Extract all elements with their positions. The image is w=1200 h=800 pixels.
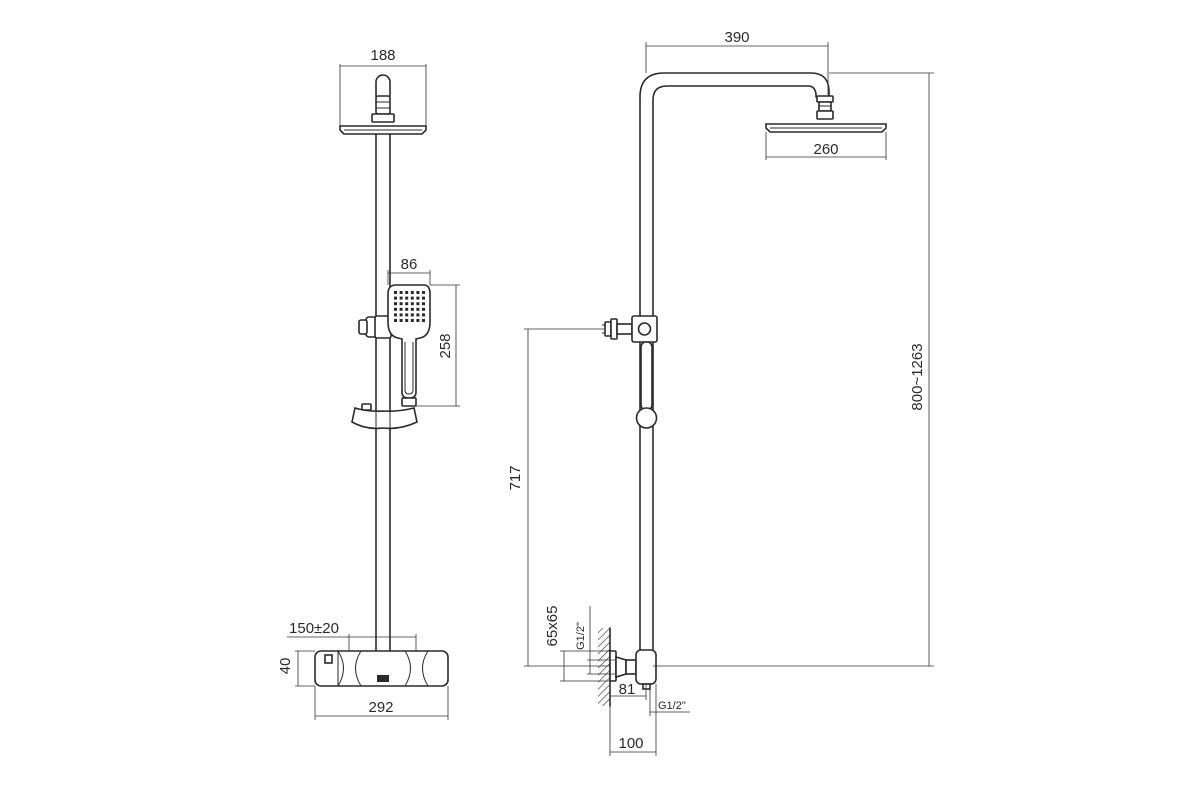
side-slide-holder: [635, 341, 658, 429]
label-handset-width: 86: [401, 256, 418, 273]
nozzle-dot: [399, 313, 403, 317]
dim-eccentric: [610, 684, 647, 700]
nozzle-dot: [394, 296, 397, 300]
nozzle-dot: [405, 302, 409, 306]
front-hand-shower: [387, 284, 431, 407]
side-wall-section: [598, 627, 611, 707]
label-eccentric: 81: [619, 681, 636, 698]
dim-thread-upper: [587, 606, 616, 675]
side-shower-head: [765, 95, 887, 133]
label-wall-plate: 65x65: [544, 606, 561, 647]
dim-mixer-spacing: [287, 634, 417, 651]
label-projection: 100: [618, 735, 643, 752]
nozzle-dot: [416, 296, 420, 300]
dim-top-head-width: [339, 64, 427, 126]
nozzle-dot: [405, 296, 409, 300]
dim-outlet-height: [524, 328, 610, 667]
side-riser-and-arm: [639, 72, 830, 652]
label-mixer-height: 40: [277, 658, 294, 675]
front-thermostatic-mixer: [314, 650, 449, 687]
side-wall-connector: [609, 649, 657, 690]
nozzle-dot: [399, 302, 403, 306]
nozzle-dot: [405, 291, 409, 294]
nozzle-dot: [416, 302, 420, 306]
nozzle-dot: [410, 319, 414, 322]
front-slide-holder: [351, 403, 418, 430]
label-thread-lower: G1/2": [658, 700, 686, 712]
dim-projection: [609, 706, 657, 756]
nozzle-dot: [416, 307, 420, 311]
dim-mixer-width: [314, 686, 449, 720]
label-mixer-spacing: 150±20: [289, 620, 339, 637]
dim-thread-lower: [649, 684, 690, 716]
nozzle-dot: [422, 291, 425, 294]
nozzle-dot: [410, 296, 414, 300]
nozzle-dot: [422, 296, 425, 300]
nozzle-dot: [405, 319, 409, 322]
dim-handset-width: [387, 270, 431, 285]
side-diverter-outlet: [602, 315, 658, 343]
nozzle-dot: [394, 291, 397, 294]
dim-height-range: [653, 72, 934, 667]
side-view: 390 260 800~1263 717 65x65: [507, 29, 934, 756]
nozzle-dot: [410, 291, 414, 294]
label-head-diameter: 260: [813, 141, 838, 158]
nozzle-dot: [416, 313, 420, 317]
nozzle-dot: [399, 307, 403, 311]
label-arm-reach: 390: [724, 29, 749, 46]
nozzle-dot: [405, 307, 409, 311]
nozzle-dot: [394, 302, 397, 306]
nozzle-dot: [394, 307, 397, 311]
label-handset-height: 258: [437, 333, 454, 358]
label-top-head-width: 188: [370, 47, 395, 64]
nozzle-dot: [422, 313, 425, 317]
handset-nozzle-grid: [394, 291, 425, 322]
label-outlet-height: 717: [507, 465, 524, 490]
dim-arm-reach: [645, 42, 829, 95]
label-height-range: 800~1263: [909, 343, 926, 410]
nozzle-dot: [410, 307, 414, 311]
nozzle-dot: [394, 313, 397, 317]
nozzle-dot: [410, 302, 414, 306]
front-handset-holder: [358, 315, 392, 339]
nozzle-dot: [416, 291, 420, 294]
nozzle-dot: [405, 313, 409, 317]
nozzle-dot: [422, 319, 425, 322]
nozzle-dot: [422, 307, 425, 311]
label-thread-upper: G1/2": [575, 622, 587, 650]
front-view: 188 86 258 150±20 40: [277, 47, 460, 720]
nozzle-dot: [399, 296, 403, 300]
dim-head-diameter: [765, 132, 887, 160]
dim-mixer-height: [295, 650, 315, 687]
nozzle-dot: [416, 319, 420, 322]
front-riser-pipe: [375, 133, 391, 652]
dim-wall-plate: [560, 650, 610, 682]
front-shower-head: [339, 74, 427, 135]
nozzle-dot: [422, 302, 425, 306]
nozzle-dot: [410, 313, 414, 317]
nozzle-dot: [399, 319, 403, 322]
label-mixer-width: 292: [368, 699, 393, 716]
nozzle-dot: [394, 319, 397, 322]
dim-handset-height: [416, 284, 460, 407]
nozzle-dot: [399, 291, 403, 294]
